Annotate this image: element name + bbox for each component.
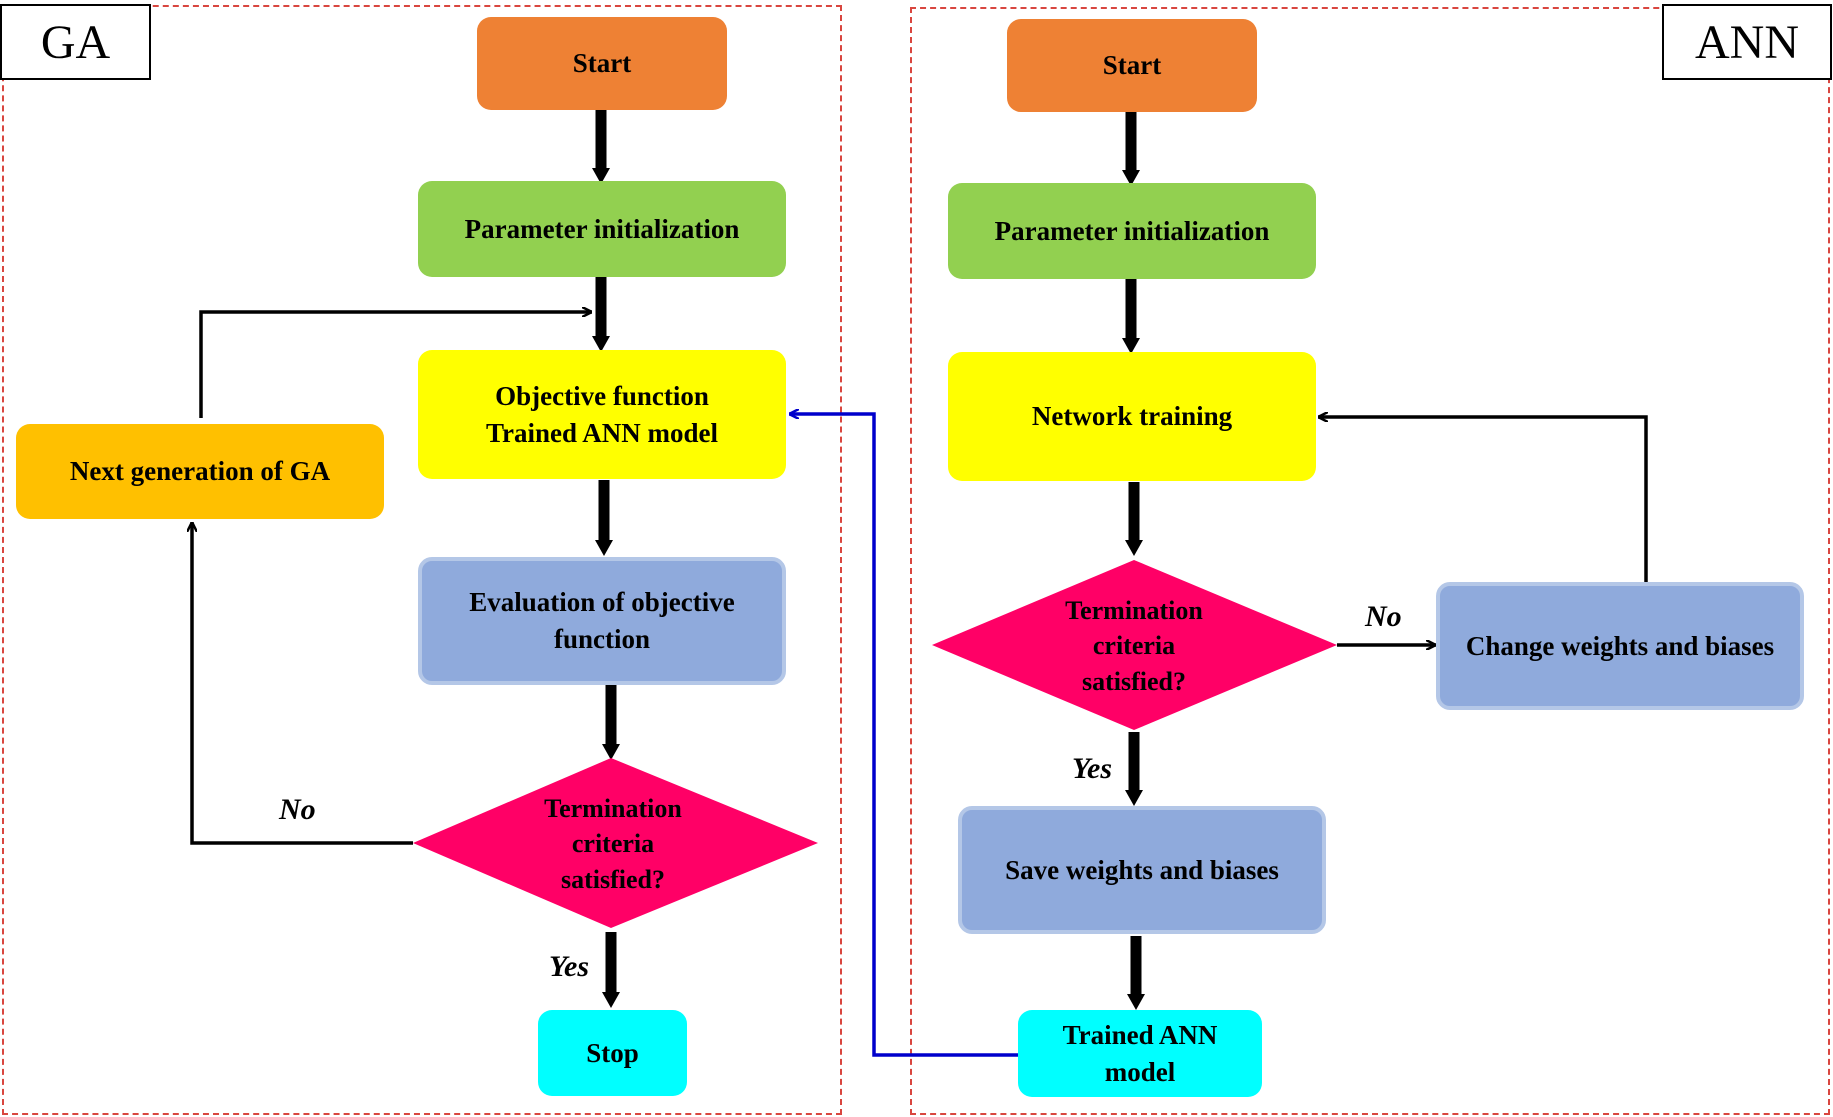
- ann-init-box: Parameter initialization: [948, 183, 1316, 279]
- ga-no-label: No: [279, 793, 316, 826]
- ann-no-label: No: [1365, 600, 1402, 633]
- ga-evaluation-line2: function: [553, 624, 650, 654]
- ga-termination-line3: satisfied?: [561, 864, 665, 894]
- ga-flow-arrows: [595, 108, 617, 992]
- ga-evaluation-box: Evaluation of objective function: [418, 557, 786, 685]
- ga-start-label: Start: [572, 48, 632, 79]
- ga-next-gen-connector: [199, 312, 592, 418]
- ann-trained-model-line2: model: [1104, 1056, 1176, 1087]
- ann-start-label: Start: [1102, 50, 1162, 81]
- ga-panel-tag-text: GA: [40, 15, 111, 69]
- ga-stop-label: Stop: [586, 1037, 639, 1068]
- ann-termination-line3: satisfied?: [1082, 666, 1186, 696]
- ann-save-weights-label: Save weights and biases: [1005, 854, 1279, 885]
- ga-termination-diamond: [413, 758, 818, 928]
- ann-flow-arrows: [1125, 110, 1142, 994]
- ga-no-loop-connector: [192, 522, 413, 845]
- ann-training-label: Network training: [1031, 401, 1233, 432]
- ann-trained-model-line1: Trained ANN: [1062, 1019, 1218, 1050]
- ann-training-box: Network training: [948, 352, 1316, 481]
- trained-model-link-connector: [789, 414, 1018, 1057]
- ga-objective-line2: Trained ANN model: [485, 417, 718, 448]
- ann-panel-tag-text: ANN: [1695, 15, 1799, 69]
- ga-termination-text: Termination criteria satisfied?: [453, 776, 773, 912]
- ga-start-box: Start: [477, 17, 727, 110]
- ga-yes-label: Yes: [549, 950, 589, 983]
- ga-init-box: Parameter initialization: [418, 181, 786, 277]
- ann-termination-diamond: [932, 560, 1337, 730]
- ann-feedback-connector: [1318, 417, 1648, 583]
- ga-objective-line1: Objective function: [495, 380, 709, 411]
- ga-stop-box: Stop: [538, 1010, 687, 1096]
- ga-next-generation-label: Next generation of GA: [69, 456, 331, 487]
- ann-panel-tag: ANN: [1662, 4, 1832, 80]
- ann-change-weights-label: Change weights and biases: [1465, 630, 1775, 661]
- ann-save-weights-box: Save weights and biases: [958, 806, 1326, 934]
- ga-objective-box: Objective function Trained ANN model: [418, 350, 786, 479]
- ann-panel: [910, 7, 1830, 1115]
- ann-yes-label: Yes: [1072, 752, 1112, 785]
- ann-change-weights-box: Change weights and biases: [1436, 582, 1804, 710]
- ga-panel-tag: GA: [0, 4, 151, 80]
- ann-termination-line2: criteria: [1092, 631, 1176, 661]
- ga-termination-line1: Termination: [544, 793, 682, 823]
- ann-trained-model-box: Trained ANN model: [1018, 1010, 1262, 1097]
- ann-termination-line1: Termination: [1065, 595, 1203, 625]
- ga-init-label: Parameter initialization: [464, 213, 740, 244]
- ga-evaluation-line1: Evaluation of objective: [469, 587, 735, 618]
- ga-next-generation-box: Next generation of GA: [16, 424, 384, 519]
- ga-panel: [2, 5, 842, 1115]
- ga-termination-line2: criteria: [571, 829, 655, 859]
- ann-init-label: Parameter initialization: [994, 215, 1270, 246]
- ann-start-box: Start: [1007, 19, 1257, 112]
- ann-termination-text: Termination criteria satisfied?: [974, 578, 1294, 714]
